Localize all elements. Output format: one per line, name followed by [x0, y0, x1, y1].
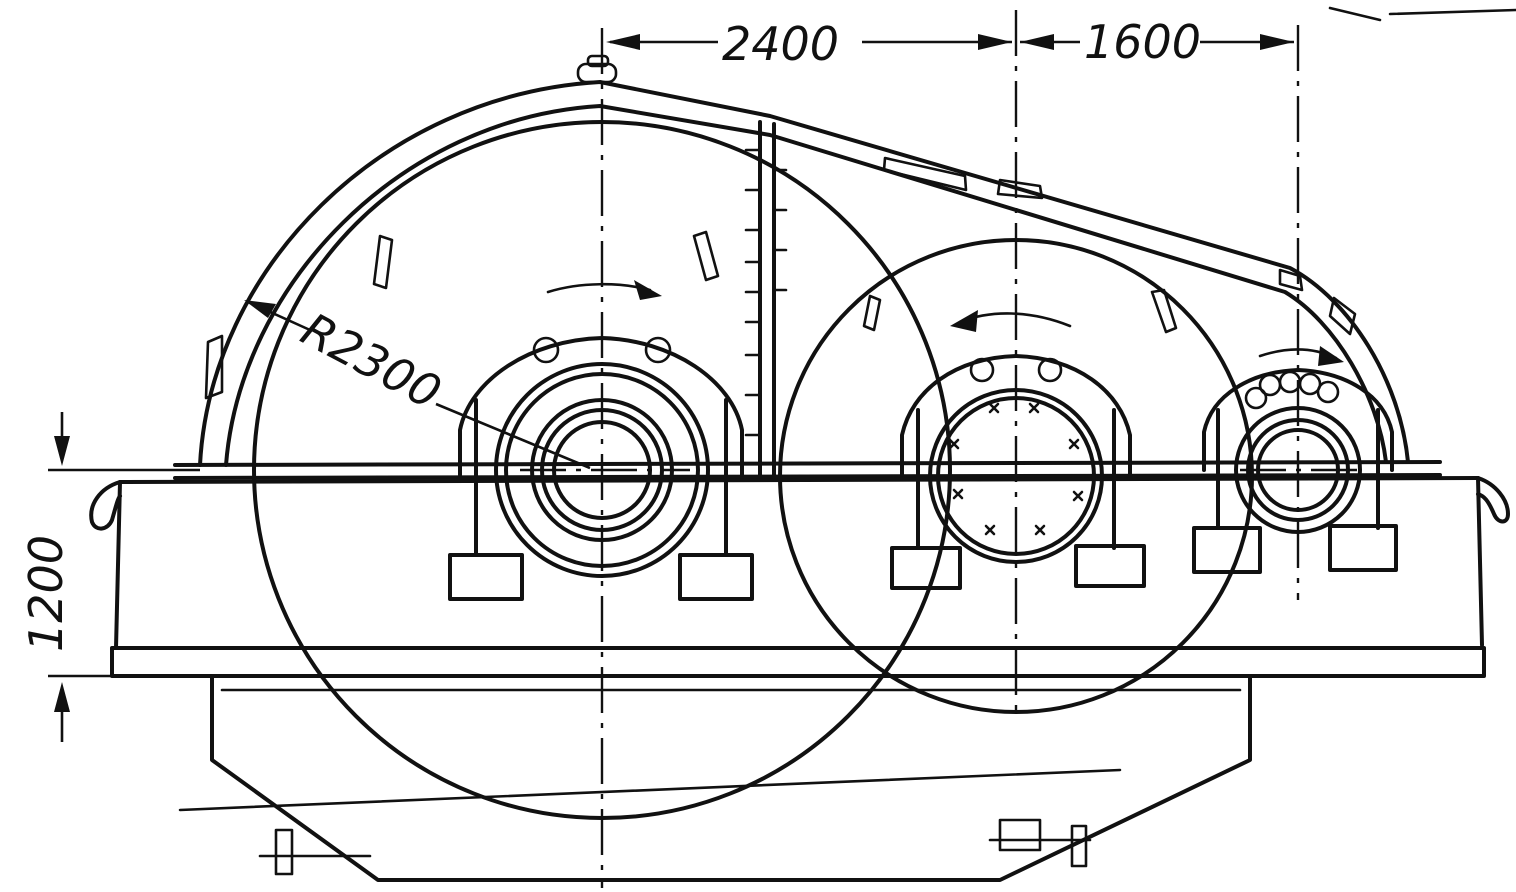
bearing-left: [448, 336, 754, 601]
big-gear: [252, 120, 952, 820]
middle-gear: [778, 238, 1254, 714]
pinion: [1258, 346, 1344, 366]
lower-housing: [89, 460, 1510, 882]
dimension-1600-label: 1600: [1084, 15, 1201, 69]
dimension-r2300-label: R2300: [293, 302, 450, 420]
dimension-height: 1200: [19, 412, 212, 742]
bearing-middle: [890, 354, 1146, 590]
bearing-right: [1192, 368, 1398, 574]
housing-cover: [198, 54, 1410, 477]
dimension-top: 2400 1600: [606, 6, 1516, 71]
dimension-1200-label: 1200: [19, 535, 73, 652]
dimension-2400-label: 2400: [722, 17, 839, 71]
